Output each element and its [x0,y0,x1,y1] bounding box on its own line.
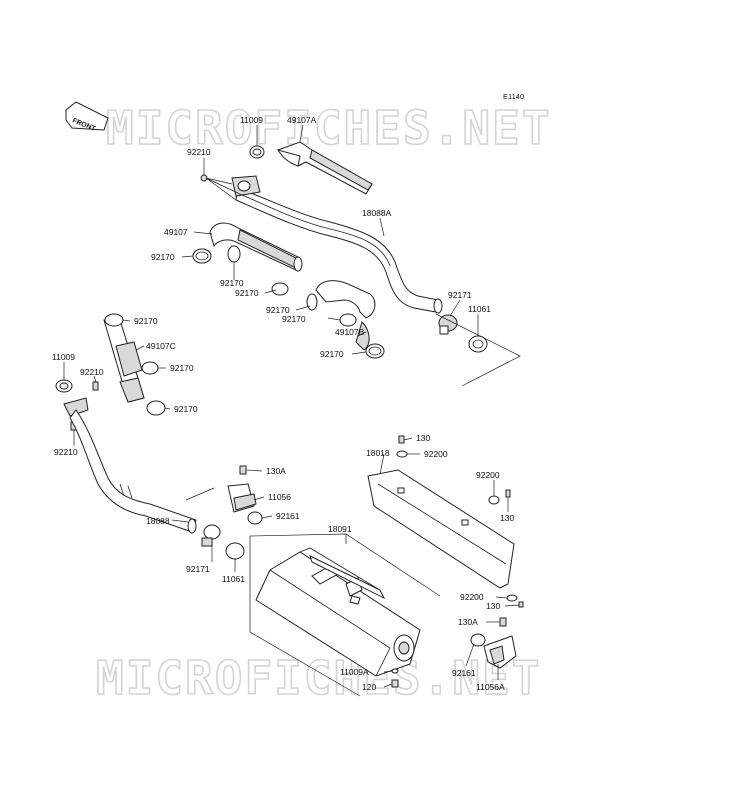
label-92210-bottom: 92210 [54,447,78,457]
label-92170-a: 92170 [151,252,175,262]
bracket-11056a [483,635,517,669]
label-92170-f: 92170 [320,349,344,359]
label-49107c: 49107C [146,341,176,351]
assembly-frame-top [435,313,521,387]
bracket-11056 [227,483,257,513]
label-92171-bottom: 92171 [186,564,210,574]
label-18018: 18018 [366,448,390,458]
bolt-130-bottom [518,601,524,608]
label-11056a: 11056A [476,682,505,692]
label-130a-bottom: 130A [458,617,478,627]
washer-92200-right [488,495,500,505]
label-92161-bottom: 92161 [452,668,476,678]
label-92200-right: 92200 [476,470,500,480]
gasket-11009a [391,668,399,674]
gasket-11009-top [249,145,265,159]
washer-92200-top [396,450,408,458]
label-11056: 11056 [268,492,291,502]
spacer-11061-bottom [225,542,245,560]
label-92170-e: 92170 [282,314,306,324]
label-130-top: 130 [416,433,430,443]
label-92161-top: 92161 [276,511,300,521]
label-130-right: 130 [500,513,514,523]
bolt-130a-bottom [499,617,507,627]
bolt-130-right [505,489,511,498]
label-49107: 49107 [164,227,188,237]
clamp-92170-a [192,248,212,264]
header-pipe-18088 [63,397,197,534]
label-11061-bottom: 11061 [222,574,245,584]
gasket-11009-left [55,379,73,393]
nut-92210-left [92,381,99,391]
heat-guard-49107b [315,280,376,351]
clamp-92170-i [146,400,166,416]
clamp-92171-top [438,314,458,335]
heat-guard-49107a [276,141,373,195]
clamp-92170-e [339,313,357,327]
diagram-code: E1140 [503,92,524,101]
label-92170-g: 92170 [134,316,158,326]
watermark-bottom: MICROFICHES.NET [96,651,541,705]
clamp-92171-bottom [201,524,221,547]
damper-92161-top [247,511,263,525]
part-labels: 11009 49107A 92210 49107 18088A 92170 92… [52,115,514,692]
label-92171-top: 92171 [448,290,472,300]
label-49107a: 49107A [287,115,317,125]
bolt-120 [391,679,399,688]
label-18088: 18088 [146,516,170,526]
label-49107b: 49107B [335,327,365,337]
heat-guard-49107c [103,319,145,403]
heat-guard-18018 [367,469,515,589]
muffler-18091 [255,547,421,677]
label-92200-bottom: 92200 [460,592,484,602]
label-92170-b: 92170 [220,278,244,288]
label-11009a: 11009A [340,667,369,677]
leader-lines [63,124,520,688]
heat-guard-49107 [209,222,303,272]
damper-92161-bottom [470,633,486,647]
label-92170-d: 92170 [266,305,290,315]
label-18088a: 18088A [362,208,392,218]
label-92170-c: 92170 [235,288,259,298]
label-92200-top: 92200 [424,449,448,459]
front-arrow-icon: FRONT [65,101,109,133]
label-18091: 18091 [328,524,352,534]
clamp-92170-f [365,343,385,359]
clamp-92170-b [227,245,241,263]
washer-92200-bottom [506,594,518,602]
clamp-92170-h [141,361,159,375]
label-130a-top: 130A [266,466,286,476]
clamp-92170-c [271,282,289,296]
bolt-130a-top [239,465,247,475]
label-92210-left: 92210 [80,367,104,377]
label-130-bottom: 130 [486,601,500,611]
bolt-130-top [398,435,405,444]
label-92210-top: 92210 [187,147,211,157]
label-11009-left: 11009 [52,352,75,362]
header-pipe-18088a [231,175,443,314]
label-92170-i: 92170 [174,404,198,414]
clamp-92170-g [104,313,124,327]
label-11009-top: 11009 [240,115,263,125]
watermark-top: MICROFICHES.NET [106,101,551,155]
label-120: 120 [362,682,376,692]
label-92170-h: 92170 [170,363,194,373]
clamp-92170-d [306,293,318,311]
label-11061-top: 11061 [468,304,491,314]
